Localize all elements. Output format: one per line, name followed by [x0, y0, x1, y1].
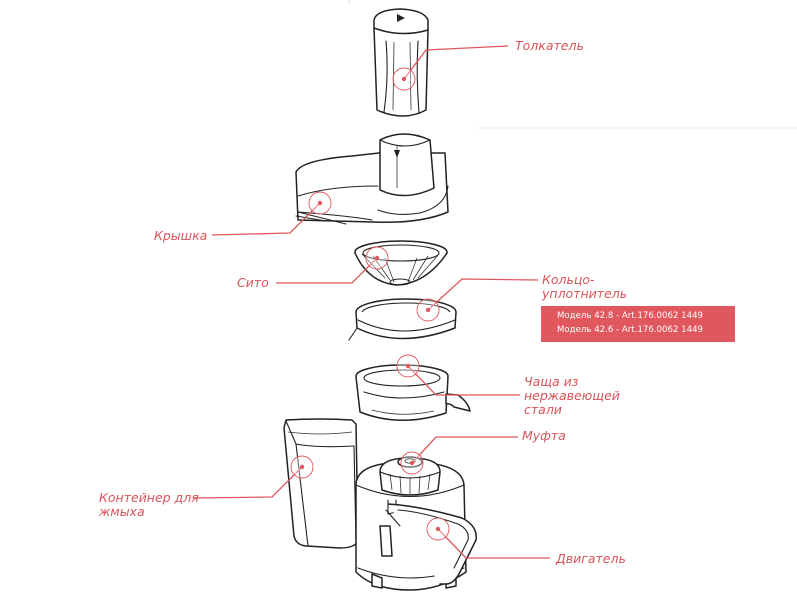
label-lid: Крышка: [154, 228, 208, 243]
label-bowl: Чаща из нержавеющей стали: [524, 374, 620, 417]
leader-bowl: [396, 354, 520, 396]
motor-part: [355, 456, 477, 591]
bowl-part: [355, 364, 471, 421]
pulp-container-part: [283, 418, 359, 549]
seal-ring-part: [348, 298, 457, 341]
model-info-line-1: Модель 42.8 - Art.176.0062 1449: [557, 311, 704, 321]
label-motor: Двигатель: [556, 551, 626, 566]
model-info-box: Модель 42.8 - Art.176.0062 1449 Модель 4…: [541, 306, 735, 342]
leader-motor: [426, 517, 550, 559]
label-pulp-container: Контейнер для жмыха: [99, 490, 199, 519]
model-info-line-2: Модель 42.6 - Art.176.0062 1449: [557, 324, 704, 335]
label-sieve: Сито: [237, 275, 269, 290]
leader-pusher: [392, 45, 509, 91]
leader-pulp-container: [193, 455, 314, 499]
leader-lid: [211, 191, 332, 236]
lid-part: [295, 133, 449, 225]
label-seal-ring: Кольцо- уплотнитель: [542, 272, 628, 301]
pusher-part: [373, 8, 429, 117]
label-coupling: Муфта: [522, 428, 566, 443]
label-pusher: Толкатель: [515, 38, 584, 53]
leader-seal-ring: [416, 278, 539, 322]
leader-sieve: [276, 246, 389, 284]
leader-coupling: [400, 436, 518, 475]
